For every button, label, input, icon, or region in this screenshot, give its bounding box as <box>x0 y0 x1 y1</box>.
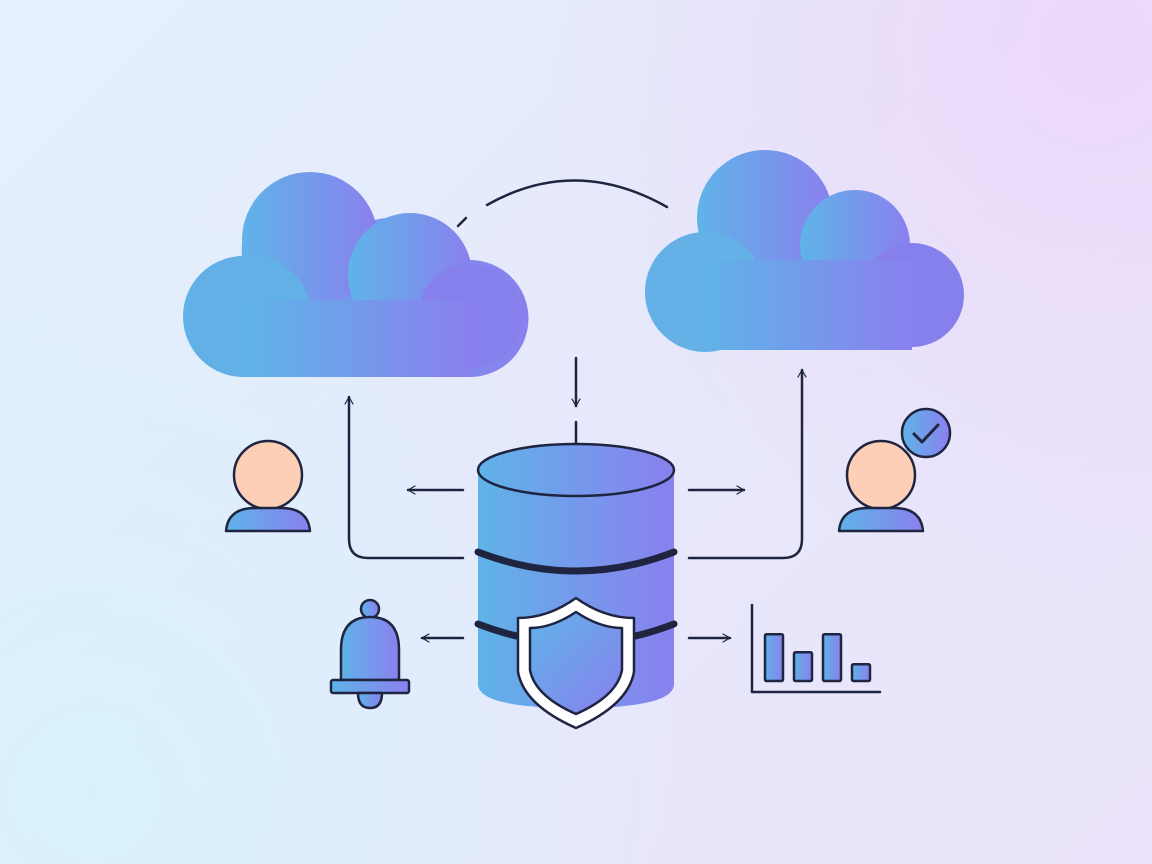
chart-bar-4 <box>850 662 872 683</box>
chart-bar-2 <box>792 650 814 683</box>
db-to-cloud-right-arrow <box>687 368 807 560</box>
analytics-chart-icon <box>750 603 882 694</box>
verified-check-icon <box>900 407 952 459</box>
chart-axes <box>750 603 882 694</box>
db-to-cloud-left-arrow <box>344 395 465 560</box>
security-shield-icon <box>516 596 636 730</box>
connectors <box>344 179 807 643</box>
chart-bar-1 <box>763 632 785 683</box>
user-left-icon <box>224 439 312 533</box>
notification-bell-icon <box>329 598 411 710</box>
cloud-right-icon <box>645 150 964 352</box>
user-right-icon <box>837 439 925 533</box>
chart-bar-3 <box>821 632 843 683</box>
cloud-sync-arc-dash <box>456 216 468 228</box>
chart-bars <box>763 632 872 683</box>
cloud-sync-arc <box>485 179 669 209</box>
cloud-left-icon <box>183 172 529 378</box>
